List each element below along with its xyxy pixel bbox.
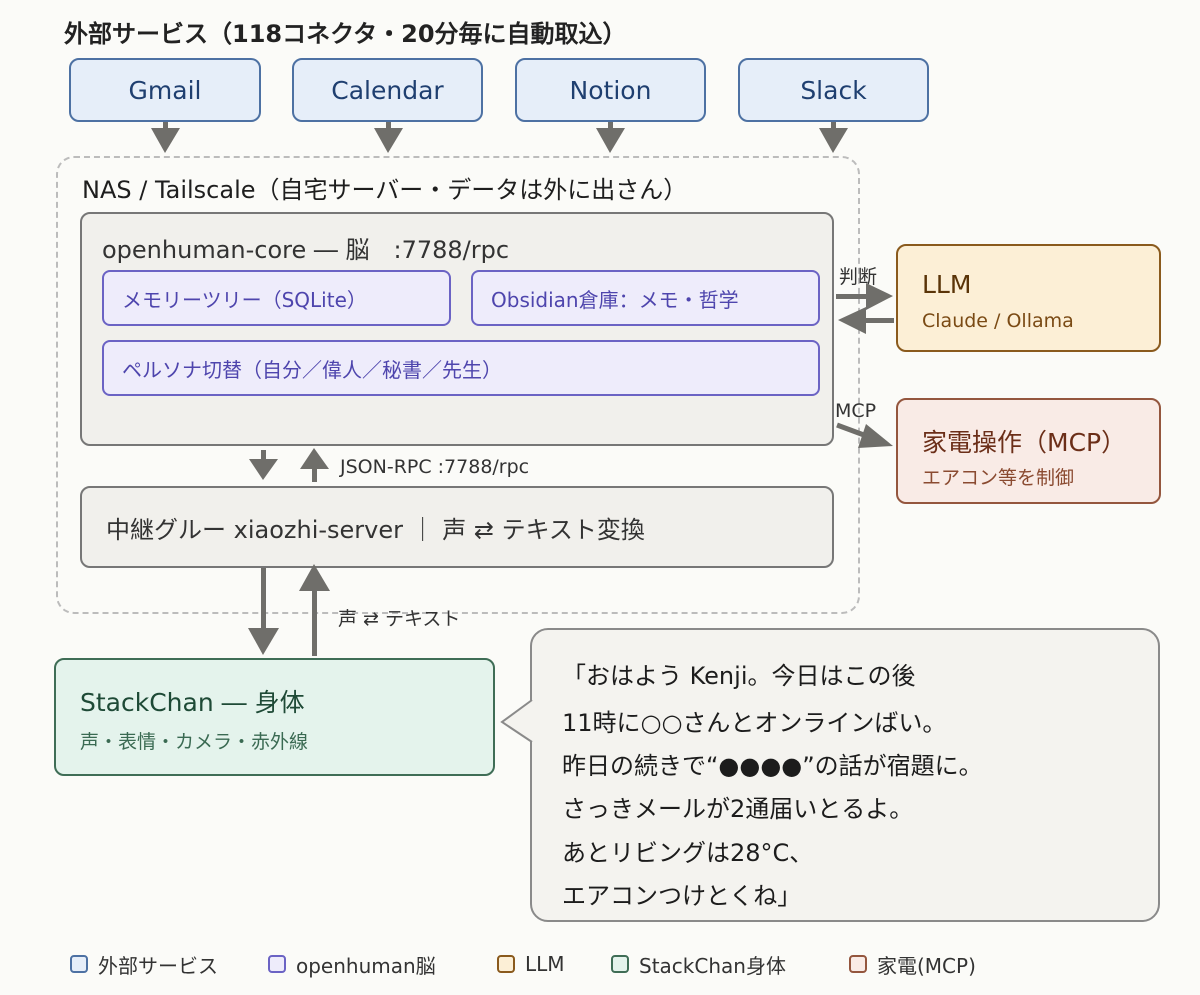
service-slack: Slack — [738, 58, 929, 122]
legend-label: StackChan身体 — [639, 953, 786, 978]
llm-box — [896, 244, 1161, 352]
core-llm-arrows — [836, 283, 894, 334]
legend-appliance: 家電(MCP) — [849, 950, 976, 978]
llm-subtitle: Claude / Ollama — [922, 310, 1074, 332]
voice-text-label: 声 ⇄ テキスト — [338, 608, 461, 630]
core-appliance-arrow — [836, 422, 893, 448]
nas-container — [56, 156, 860, 614]
persona-switch-chip: ペルソナ切替（自分／偉人／秘書／先生） — [102, 340, 820, 396]
relay-box: 中継グルー xiaozhi-server ｜ 声 ⇄ テキスト変換 — [80, 486, 834, 568]
speech-bubble — [530, 628, 1160, 922]
service-arrows — [151, 122, 848, 153]
legend-swatch-llm — [497, 955, 515, 973]
service-calendar: Calendar — [292, 58, 483, 122]
stackchan-box — [54, 658, 495, 776]
stackchan-title: StackChan ― 身体 — [80, 688, 305, 717]
legend-label: LLM — [525, 952, 565, 976]
legend-brain: openhuman脳 — [268, 950, 436, 978]
speech-line: 昨日の続きで“●●●●”の話が宿題に。 — [562, 752, 983, 780]
appliance-box — [896, 398, 1161, 504]
legend-llm: LLM — [497, 950, 565, 978]
appliance-title: 家電操作（MCP） — [922, 428, 1127, 457]
speech-line: エアコンつけとくね」 — [562, 882, 802, 910]
legend-swatch-stackchan — [611, 955, 629, 973]
legend-label: openhuman脳 — [296, 953, 436, 978]
mcp-label: MCP — [835, 400, 877, 422]
core-title: openhuman-core ― 脳 :7788/rpc — [102, 236, 510, 264]
service-notion: Notion — [515, 58, 706, 122]
nas-title: NAS / Tailscale（自宅サーバー・データは外に出さん） — [82, 176, 688, 204]
speech-line: 「おはよう Kenji。今日はこの後 — [562, 662, 916, 690]
appliance-subtitle: エアコン等を制御 — [922, 467, 1075, 489]
legend-label: 外部サービス — [98, 953, 218, 978]
core-relay-arrows — [249, 448, 329, 482]
legend-swatch-appliance — [849, 955, 867, 973]
relay-stackchan-arrows — [248, 564, 330, 656]
speech-line: 11時に○○さんとオンラインばい。 — [562, 709, 947, 737]
legend-stackchan: StackChan身体 — [611, 950, 786, 978]
speech-line: あとリビングは28°C、 — [562, 839, 814, 867]
memory-tree-chip: メモリーツリー（SQLite） — [102, 270, 451, 326]
judge-label: 判断 — [839, 266, 878, 288]
obsidian-vault-chip: Obsidian倉庫：メモ・哲学 — [471, 270, 820, 326]
legend-label: 家電(MCP) — [877, 953, 976, 978]
bubble-tail — [500, 699, 534, 743]
legend-swatch-service — [70, 955, 88, 973]
legend-swatch-brain — [268, 955, 286, 973]
speech-line: さっきメールが2通届いとるよ。 — [562, 795, 914, 823]
diagram-title: 外部サービス（118コネクタ・20分毎に自動取込） — [64, 20, 627, 48]
service-gmail: Gmail — [69, 58, 261, 122]
openhuman-core-box — [80, 212, 834, 446]
stackchan-subtitle: 声・表情・カメラ・赤外線 — [80, 731, 309, 753]
llm-title: LLM — [922, 270, 972, 299]
rpc-label: JSON-RPC :7788/rpc — [340, 456, 530, 478]
legend-external-service: 外部サービス — [70, 950, 218, 978]
